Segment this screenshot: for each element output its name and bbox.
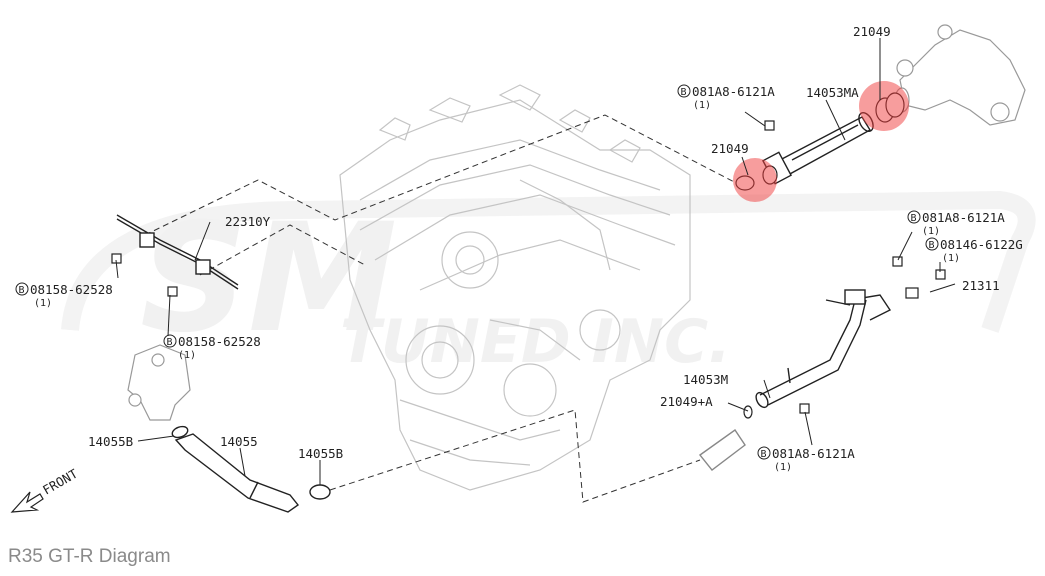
bolt-callout-6: B 081A8-6121A (1): [757, 446, 855, 473]
bolt-symbol-icon: [163, 334, 177, 348]
svg-text:B: B: [929, 240, 935, 251]
bolt-callout-3: B 08146-6122G (1): [925, 237, 1023, 264]
dashed-leaders: [144, 114, 741, 503]
bolt-code: 081A8-6121A: [922, 210, 1005, 225]
bolt-code: 08158-62528: [30, 282, 113, 297]
sensor-21311-icon: [905, 287, 919, 299]
bolt-callout-5: B 08158-62528 (1): [163, 334, 261, 361]
label-14055B-left: 14055B: [88, 434, 133, 449]
svg-text:B: B: [761, 449, 767, 460]
bolt-symbol-icon: [925, 237, 939, 251]
bolt-qty: (1): [34, 298, 52, 309]
label-14055B-right: 14055B: [298, 446, 343, 461]
bolt-icon: [799, 403, 810, 414]
label-21311: 21311: [962, 278, 1000, 293]
bolt-icon: [167, 286, 178, 297]
bolt-qty: (1): [774, 462, 792, 473]
label-14053M: 14053M: [683, 372, 728, 387]
bolt-symbol-icon: [907, 210, 921, 224]
svg-text:B: B: [911, 213, 917, 224]
thermostat-housing: [894, 24, 1026, 126]
bolt-icon: [764, 120, 775, 131]
label-21049-mid: 21049: [711, 141, 749, 156]
bolt-symbol-icon: [757, 446, 771, 460]
diagram-caption: R35 GT-R Diagram: [8, 546, 171, 567]
part-labels: 21049 14053MA 21049 22310Y 21311 14053M …: [88, 24, 1000, 461]
pipe-14053MA: [762, 112, 874, 185]
bolt-icon: [892, 256, 903, 267]
svg-text:B: B: [167, 337, 173, 348]
label-21049-top: 21049: [853, 24, 891, 39]
hose-14053M: [698, 289, 892, 471]
front-arrow-icon: [10, 491, 44, 513]
bolt-callout-2: B 081A8-6121A (1): [907, 210, 1005, 237]
bolt-symbol-icon: [15, 282, 29, 296]
bolt-code: 08158-62528: [178, 334, 261, 349]
bolt-qty: (1): [942, 253, 960, 264]
bolt-qty: (1): [178, 350, 196, 361]
engine-block: [339, 84, 691, 491]
bolt-qty: (1): [922, 226, 940, 237]
water-outlet-left: [127, 344, 191, 421]
watermark-word-2: TUNED INC.: [340, 307, 731, 377]
bolt-callout-4: B 08158-62528 (1): [15, 282, 113, 309]
hose-14055: [171, 425, 331, 513]
svg-text:B: B: [681, 87, 687, 98]
label-14053MA: 14053MA: [806, 85, 859, 100]
label-21049-a: 21049+A: [660, 394, 713, 409]
highlight-circle-lower-o-ring: [733, 158, 777, 202]
label-14055: 14055: [220, 434, 258, 449]
bolt-symbol-icon: [677, 84, 691, 98]
bolt-qty: (1): [693, 100, 711, 111]
leader-lines: [115, 38, 956, 485]
watermark-logo: SM TUNED INC.: [61, 190, 1036, 377]
highlight-markers: [733, 81, 909, 202]
front-arrow: FRONT: [10, 466, 80, 513]
bolt-code: 081A8-6121A: [692, 84, 775, 99]
bolt-code: 08146-6122G: [940, 237, 1023, 252]
watermark-word-1: SM: [140, 192, 397, 366]
o-ring-21049-a-icon: [743, 405, 753, 419]
bolt-code: 081A8-6121A: [772, 446, 855, 461]
label-22310Y: 22310Y: [225, 214, 271, 229]
highlight-circle-upper-o-ring: [859, 81, 909, 131]
tube-22310Y: [116, 214, 239, 290]
svg-text:B: B: [19, 285, 25, 296]
bolt-callout-1: B 081A8-6121A (1): [677, 84, 775, 111]
front-label: FRONT: [40, 466, 80, 498]
